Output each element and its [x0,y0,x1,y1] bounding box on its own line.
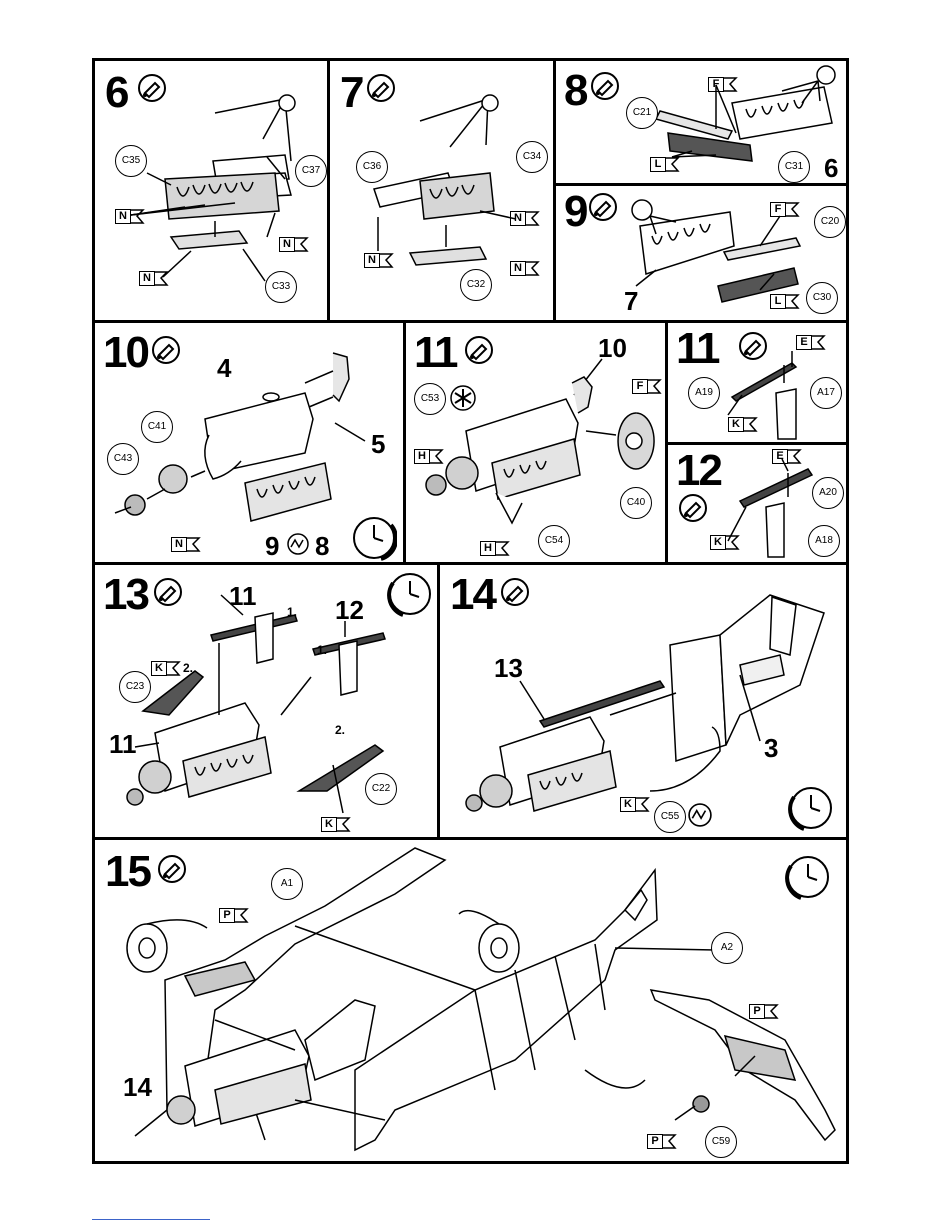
footer-underline [92,1219,210,1220]
part-label-c21: C21 [626,97,658,129]
step-15-panel: 15 [92,837,849,1164]
order-note: 2. [335,723,345,737]
part-label-c59: C59 [705,1126,737,1158]
paint-flag: E [796,335,826,350]
step-9-panel: 9 C20 C30 7 F L [553,183,849,323]
part-label-c54: C54 [538,525,570,557]
step-10-panel: 10 C41 C43 4 5 9 8 N [92,320,406,565]
step-ref: 10 [598,333,627,364]
part-label-a19: A19 [688,377,720,409]
part-label-c34: C34 [516,141,548,173]
step-ref: 6 [824,153,838,184]
paint-flag: N [115,209,145,224]
part-label-a17: A17 [810,377,842,409]
paint-flag: L [770,294,800,309]
part-label-c41: C41 [141,411,173,443]
part-label-c36: C36 [356,151,388,183]
step-7-panel: 7 C36 C34 C32 N N N [327,58,556,323]
paint-flag: N [139,271,169,286]
part-label-c31: C31 [778,151,810,183]
paint-flag: L [650,157,680,172]
step-ref: 13 [494,653,523,684]
part-label-a20: A20 [812,477,844,509]
order-note: 2. [183,661,193,675]
step-ref: 11 [109,729,137,760]
step-8-panel: 8 C21 C31 6 F L [553,58,849,186]
order-note: 1. [287,605,297,619]
asterisk-icon [450,385,476,411]
paint-flag: N [279,237,309,252]
part-label-a2: A2 [711,932,743,964]
part-label-c53: C53 [414,383,446,415]
paint-flag: F [708,77,738,92]
squiggle-icon [688,803,712,827]
part-label-c30: C30 [806,282,838,314]
part-label-c55: C55 [654,801,686,833]
part-label-c20: C20 [814,206,846,238]
paint-flag: K [620,797,650,812]
step-12-panel: 12 A20 A18 E K [665,442,849,565]
step-15-drawing [95,840,849,1164]
paint-flag: F [632,379,662,394]
squiggle-icon [287,533,309,555]
paint-flag: E [772,449,802,464]
part-label-c32: C32 [460,269,492,301]
step-ref: 3 [764,733,778,764]
clock-icon [351,515,397,561]
step-11-engine-panel: 11 10 C53 C40 C54 F H H [403,320,668,565]
step-ref: 11 [229,581,257,612]
step-14-panel: 14 13 3 C55 K [437,562,849,840]
part-label-a1: A1 [271,868,303,900]
paint-flag: K [710,535,740,550]
part-label-a18: A18 [808,525,840,557]
paint-flag: K [151,661,181,676]
paint-flag: H [480,541,510,556]
step-ref: 5 [371,429,385,460]
step-ref: 12 [335,595,364,626]
step-13-panel: 13 11 12 11 1. 2. 1. 2. C23 C22 K K [92,562,440,840]
part-label-c40: C40 [620,487,652,519]
part-label-c33: C33 [265,271,297,303]
part-label-c37: C37 [295,155,327,187]
step-ref: 9 [265,531,279,562]
step-ref: 4 [217,353,231,384]
step-ref: 8 [315,531,329,562]
order-note: 1. [317,643,327,657]
paint-flag: P [749,1004,779,1019]
step-ref: 14 [123,1072,152,1103]
paint-flag: N [510,211,540,226]
paint-flag: P [219,908,249,923]
step-9-drawing [556,186,849,323]
step-7-drawing [330,61,556,323]
paint-flag: N [364,253,394,268]
part-label-c22: C22 [365,773,397,805]
step-11-gun-panel: 11 A19 A17 E K [665,320,849,445]
paint-flag: P [647,1134,677,1149]
part-label-c23: C23 [119,671,151,703]
part-label-c35: C35 [115,145,147,177]
paint-flag: N [171,537,201,552]
step-11-engine-drawing [406,323,668,565]
paint-flag: K [728,417,758,432]
step-ref: 7 [624,286,638,317]
step-6-panel: 6 C35 C37 C33 N N N [92,58,330,323]
paint-flag: N [510,261,540,276]
paint-flag: F [770,202,800,217]
part-label-c43: C43 [107,443,139,475]
paint-flag: K [321,817,351,832]
paint-flag: H [414,449,444,464]
